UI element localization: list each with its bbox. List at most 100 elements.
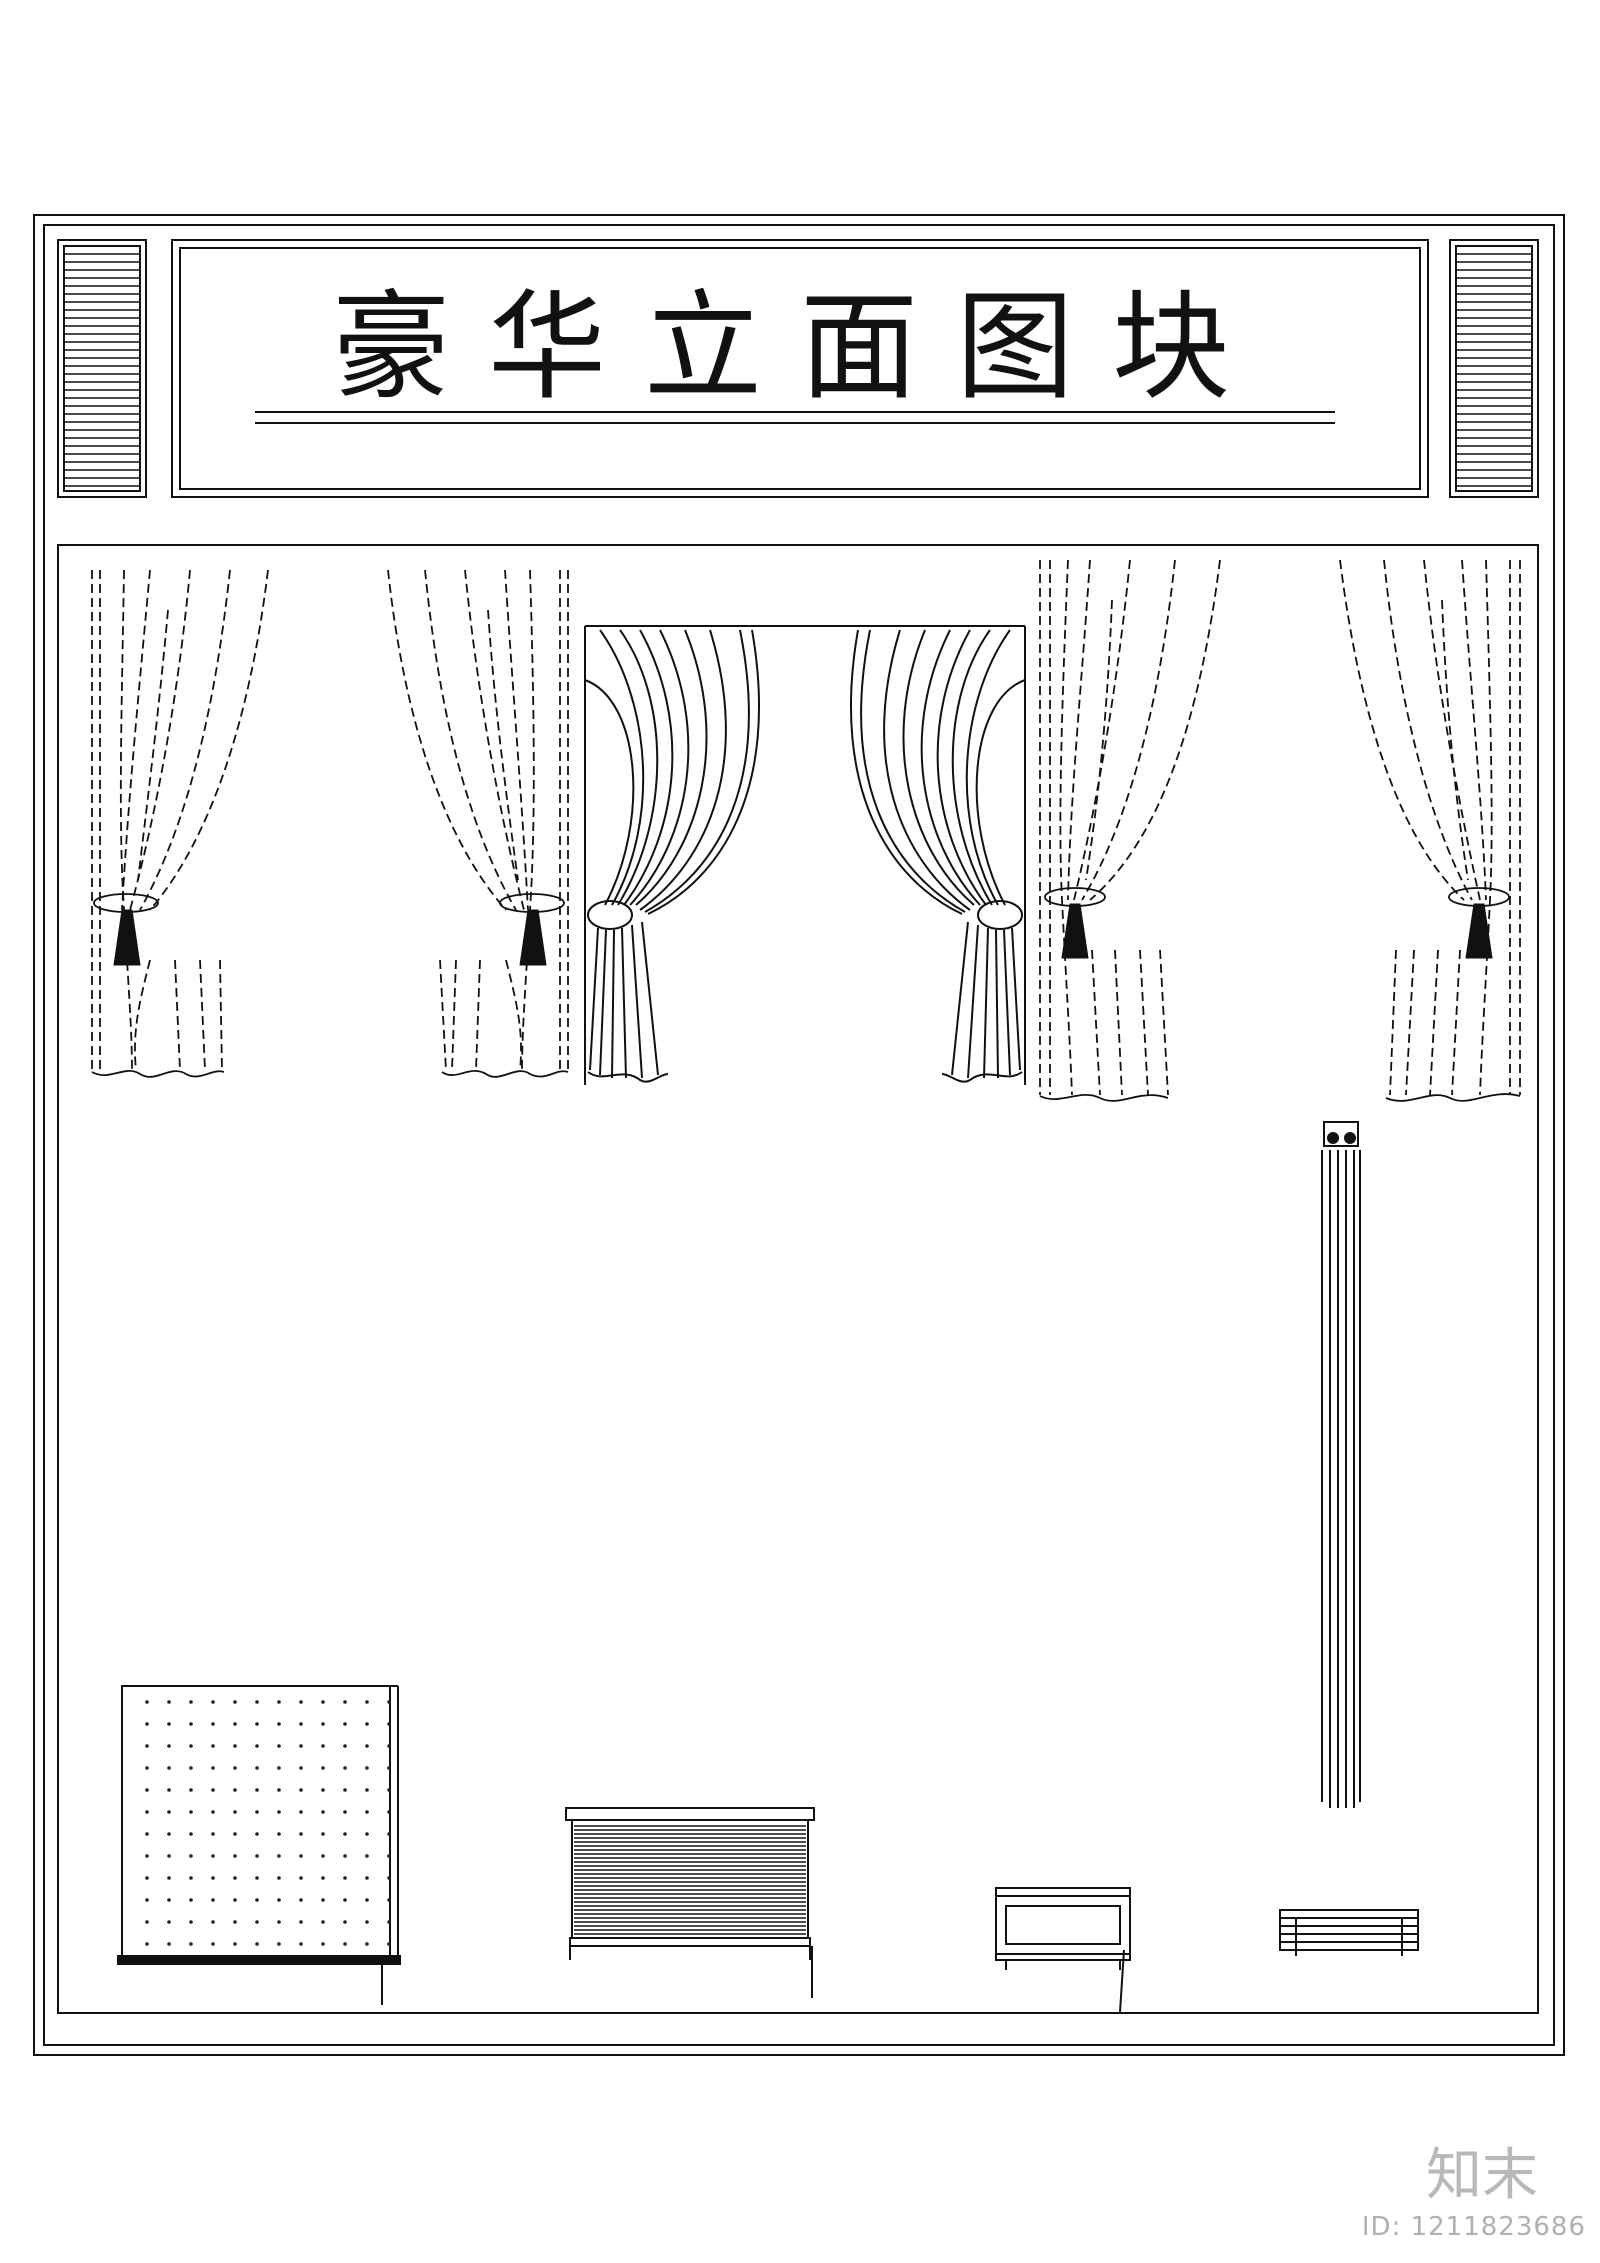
blind-dot (321, 1832, 325, 1836)
blind-dot (365, 1876, 369, 1880)
blind-dot (211, 1700, 215, 1704)
blind-dot (299, 1788, 303, 1792)
blind-dot (145, 1788, 149, 1792)
blind-dot (299, 1700, 303, 1704)
blind-dot (189, 1832, 193, 1836)
blind-dot (387, 1920, 391, 1924)
blind-dot (365, 1854, 369, 1858)
blind-dot (211, 1898, 215, 1902)
sheer-curtain-left-hem (1039, 887, 1169, 1102)
blind-dot (211, 1942, 215, 1946)
blind-dot (189, 1700, 193, 1704)
blind-dot (299, 1766, 303, 1770)
tassel-icon (519, 909, 547, 966)
outer-frame (33, 214, 1565, 2056)
blind-dot (277, 1920, 281, 1924)
louver-panel-left (57, 239, 147, 498)
blind-dot (277, 1744, 281, 1748)
blind-dot (299, 1876, 303, 1880)
blind-dot (189, 1810, 193, 1814)
roller-blind-dotted (117, 1685, 401, 2005)
blind-dot (211, 1788, 215, 1792)
venetian-blind-small (1279, 1909, 1419, 1956)
blind-dot (343, 1876, 347, 1880)
blind-dot (211, 1722, 215, 1726)
blind-dot (343, 1700, 347, 1704)
blind-dot (277, 1832, 281, 1836)
blind-dot (277, 1898, 281, 1902)
blind-dot (299, 1920, 303, 1924)
blind-dot (365, 1744, 369, 1748)
blind-dot (387, 1722, 391, 1726)
blind-dot (167, 1744, 171, 1748)
blind-dot (343, 1722, 347, 1726)
blind-dot (343, 1832, 347, 1836)
blind-dot (343, 1898, 347, 1902)
blind-dot (145, 1810, 149, 1814)
blind-dot (321, 1920, 325, 1924)
blind-dot (387, 1832, 391, 1836)
blind-dot (387, 1942, 391, 1946)
blind-dot (233, 1744, 237, 1748)
blind-dot (343, 1788, 347, 1792)
blind-dot (233, 1810, 237, 1814)
blind-dot (189, 1942, 193, 1946)
blind-dot (145, 1942, 149, 1946)
blind-dot (365, 1788, 369, 1792)
blind-dot (255, 1744, 259, 1748)
blind-dot (255, 1766, 259, 1770)
blind-dot (277, 1788, 281, 1792)
blind-dot (255, 1722, 259, 1726)
blind-dot (233, 1766, 237, 1770)
blind-dot (387, 1744, 391, 1748)
blind-dot (189, 1788, 193, 1792)
blind-dot (299, 1898, 303, 1902)
blind-dot (145, 1766, 149, 1770)
blind-dot (321, 1942, 325, 1946)
sheer-curtain-right (1339, 559, 1521, 1096)
blind-dot (321, 1898, 325, 1902)
blind-dot (365, 1920, 369, 1924)
blind-dot (145, 1722, 149, 1726)
blind-dot (277, 1942, 281, 1946)
tassel-icon (1061, 903, 1089, 959)
blind-dot (255, 1700, 259, 1704)
tassel-icon (113, 909, 141, 966)
blind-dot (277, 1722, 281, 1726)
blind-dot (387, 1876, 391, 1880)
blind-dot (321, 1700, 325, 1704)
blind-dot (167, 1810, 171, 1814)
blind-dot (365, 1942, 369, 1946)
blind-dot (233, 1942, 237, 1946)
blind-dot (255, 1788, 259, 1792)
page-title: 豪华立面图块 (331, 278, 1268, 416)
brand-mark: 知末 (1426, 2143, 1538, 2208)
roman-blind (565, 1807, 815, 1998)
blind-dot (145, 1920, 149, 1924)
blind-dot (387, 1766, 391, 1770)
blind-dot (277, 1766, 281, 1770)
blind-dot (167, 1832, 171, 1836)
blind-dot (255, 1810, 259, 1814)
content-frame (57, 544, 1539, 2014)
blind-dot (321, 1876, 325, 1880)
pelmet-box (995, 1887, 1131, 2013)
blind-dot (321, 1854, 325, 1858)
blind-dot (321, 1788, 325, 1792)
blind-dot (211, 1810, 215, 1814)
blind-dot (321, 1810, 325, 1814)
blind-dot (365, 1832, 369, 1836)
blind-dot (255, 1898, 259, 1902)
blind-dot (233, 1898, 237, 1902)
blind-dot (167, 1700, 171, 1704)
blind-dot (167, 1788, 171, 1792)
blind-dot (255, 1920, 259, 1924)
blind-dot (277, 1854, 281, 1858)
blind-dot (387, 1854, 391, 1858)
blind-dot (167, 1920, 171, 1924)
blind-dot (277, 1700, 281, 1704)
blind-dot (211, 1854, 215, 1858)
curtain-tieback-left (91, 569, 269, 1071)
blind-dot (387, 1898, 391, 1902)
blind-dot (167, 1942, 171, 1946)
